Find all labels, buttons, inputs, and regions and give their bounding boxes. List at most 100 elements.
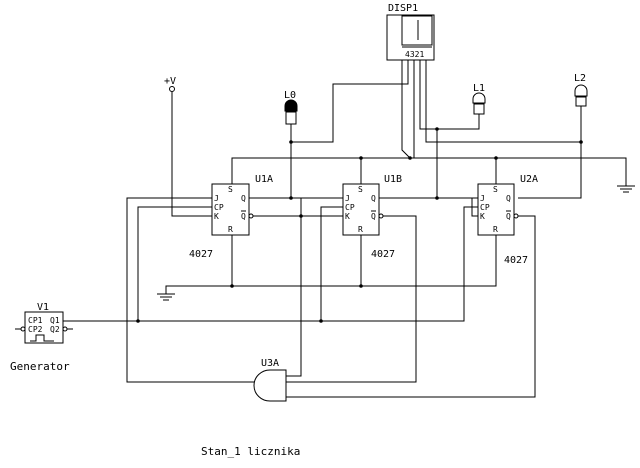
u1a-qn-to-and [253,215,302,377]
u2a-qn-wire [286,215,536,398]
u1a-qn-bubble [248,213,254,219]
u1a-pin-q: Q [241,194,246,203]
ground-rail-left [165,285,232,294]
junction-dot [136,319,140,323]
flipflop-u1b[interactable]: U1B S J CP K R Q Q 4027 [342,174,402,260]
v1-pin-cp2: CP2 [28,325,43,334]
l2-label: L2 [574,73,586,84]
u1a-pin-qn: Q [241,212,246,221]
vcc-rail-wire [231,157,627,186]
display-pin-extra [401,60,411,159]
junction-dot [319,319,323,323]
u1b-part: 4027 [371,249,395,260]
u2a-pin-j: J [480,194,485,203]
junction-dot [289,140,293,144]
clock-to-u1b-cp [320,206,343,321]
vcc-terminal [169,86,175,92]
u1a-pin-r: R [228,225,233,234]
u1b-pin-r: R [358,225,363,234]
l1-wire [419,60,480,130]
u2a-part: 4027 [504,255,528,266]
disp1-segment-window [401,15,433,46]
u2a-pin-q: Q [506,194,511,203]
u2a-k-wire [471,198,478,217]
clock-to-u1a-cp [137,206,212,321]
schematic-caption: Stan_1 licznika [201,445,300,458]
u1b-pin-q: Q [371,194,376,203]
junction-dot [494,156,498,160]
disp1-label: DISP1 [388,3,418,14]
u3a-ref: U3A [261,358,279,369]
u2a-pin-qn: Q [506,212,511,221]
u1b-pin-qn: Q [371,212,376,221]
led-l1[interactable]: L1 [472,83,486,115]
u1a-body [211,183,250,236]
junction-dot [408,156,412,160]
v1-pin-q1: Q1 [50,316,60,325]
junction-dot [299,214,303,218]
junction-dot [359,156,363,160]
l2-lamp-base [575,96,587,107]
u2a-pin-s: S [493,185,498,194]
u1a-pin-j: J [214,194,219,203]
v1-input-bubble [20,326,26,332]
led-l0[interactable]: L0 [284,90,298,125]
u1b-ref: U1B [384,174,402,185]
reset-ground-rail [231,235,497,287]
vcc-label: +V [164,76,176,87]
l1-lamp-base [473,103,485,115]
u1b-qn-wire [286,215,417,383]
junction-dot [289,196,293,200]
u1a-pin-cp: CP [214,203,224,212]
flipflop-u1a[interactable]: U1A S J CP K R Q Q 4027 [189,174,273,260]
and-gate-u3a[interactable]: U3A [253,358,287,402]
generator-v1[interactable]: V1 CP1 CP2 Q1 Q2 Generator [10,302,73,373]
u2a-pin-r: R [493,225,498,234]
junction-dot [579,140,583,144]
u1a-pin-s: S [228,185,233,194]
junction-dot [359,284,363,288]
disp1-pins-label: 4321 [405,50,424,59]
v1-output-bubble [62,326,68,332]
ground-right-icon [617,185,635,193]
u1b-qn-bubble [378,213,384,219]
l0-lamp-icon [284,99,298,112]
u1b-pin-s: S [358,185,363,194]
u1a-j-wire [126,197,254,383]
l1-lamp-icon [472,92,486,104]
l2-wire [518,106,582,199]
ground-left-icon [157,293,175,301]
u1a-ref: U1A [255,174,273,185]
u1b-body [342,183,380,236]
v1-name: Generator [10,360,70,373]
u1b-pin-k: K [345,212,350,221]
square-wave-icon [30,334,54,342]
v1-pin-q2: Q2 [50,325,60,334]
and-gate-icon [253,369,287,402]
u1b-pin-j: J [345,194,350,203]
u2a-pin-k: K [480,212,485,221]
l0-lamp-base [285,111,297,125]
u1a-pin-k: K [214,212,219,221]
l1-label: L1 [473,83,485,94]
vplus-to-u1a-k [171,92,212,217]
v1-pin-cp1: CP1 [28,316,43,325]
v1-ref: V1 [37,302,49,313]
l0-label: L0 [284,90,296,101]
junction-dot [435,127,439,131]
flipflop-u2a[interactable]: U2A S J CP K R Q Q 4027 [477,174,538,266]
u1a-part: 4027 [189,249,213,260]
u1b-pin-cp: CP [345,203,355,212]
vcc-source[interactable]: +V [164,76,176,92]
l0-to-display [291,60,409,143]
led-l2[interactable]: L2 [574,73,588,107]
junction-dot [230,284,234,288]
display-disp1[interactable]: DISP1 4321 [386,3,435,61]
l2-lamp-icon [574,84,588,97]
l2-to-display [425,60,581,143]
u2a-body [477,183,515,236]
junction-dot [435,196,439,200]
u2a-pin-cp: CP [480,203,490,212]
u2a-qn-bubble [513,213,519,219]
